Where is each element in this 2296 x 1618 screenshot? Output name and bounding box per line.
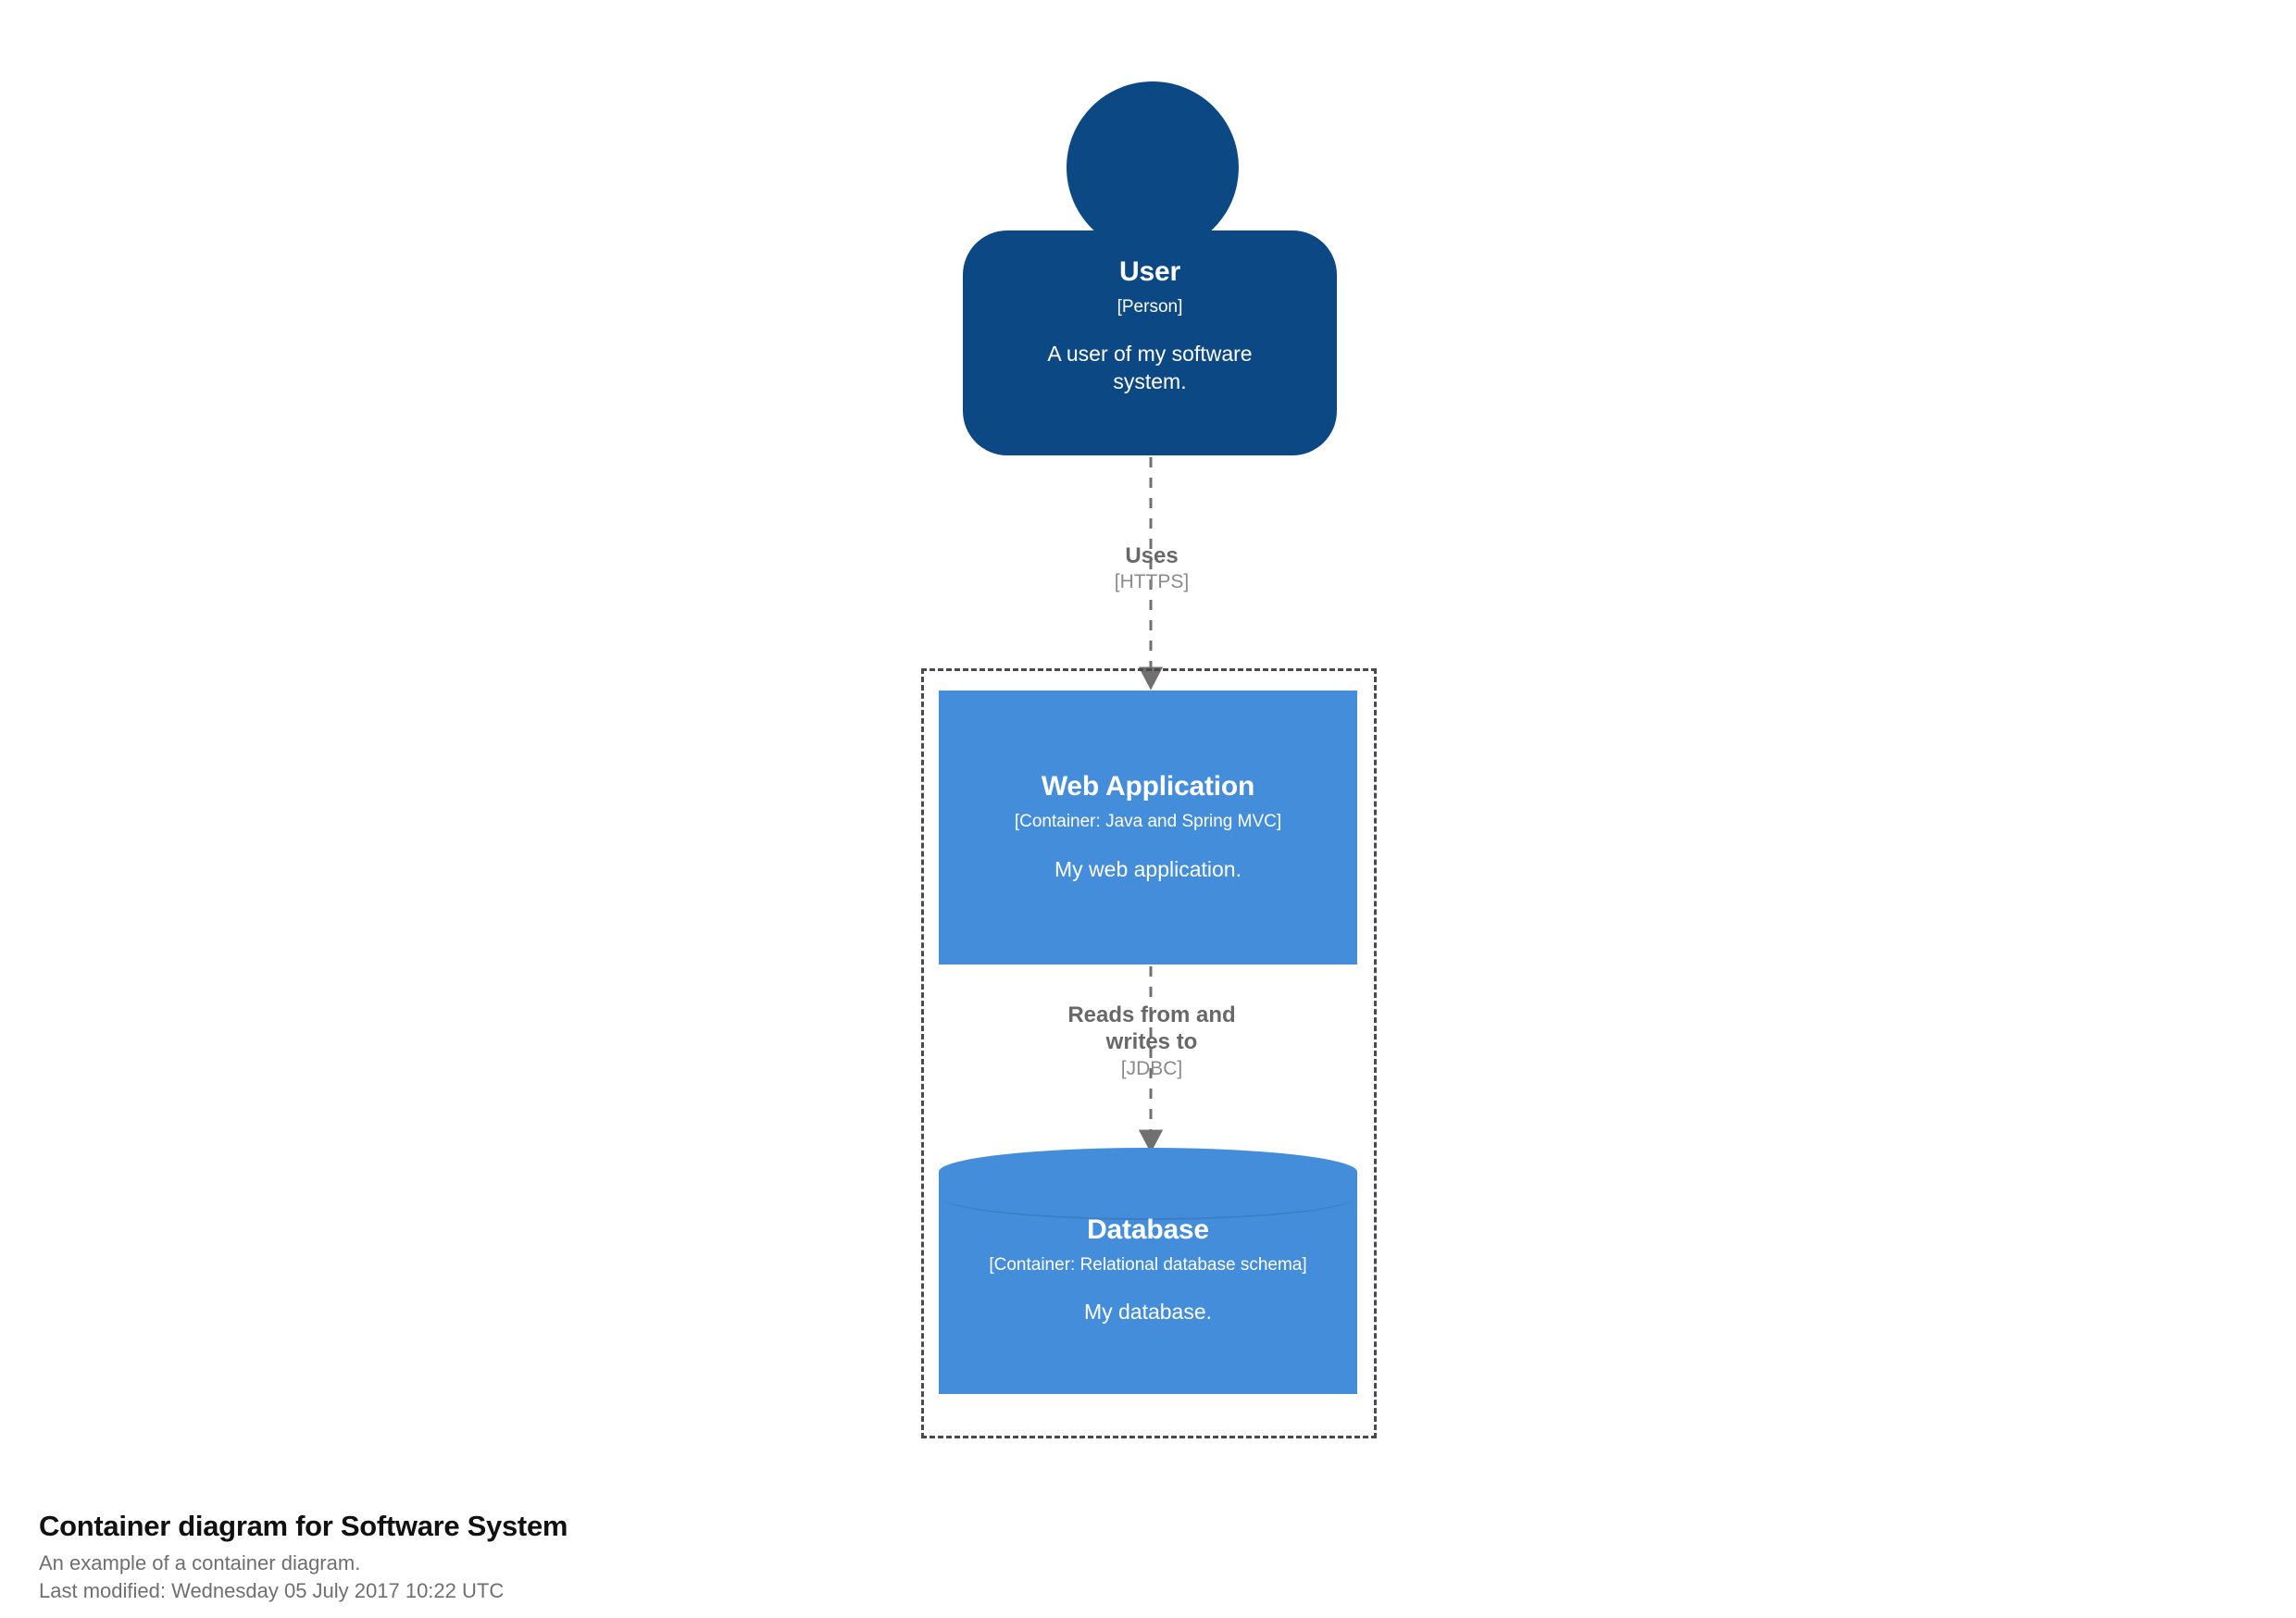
element-database-tech: [Container: Relational database schema] [989,1254,1307,1275]
relationship-uses-tech: [HTTPS] [1114,571,1190,593]
element-user-tech: [Person] [1117,296,1183,317]
relationship-uses-description: Uses [1125,543,1179,568]
diagram-title: Container diagram for Software System [39,1510,568,1542]
relationship-reads-writes-tech: [JDBC] [1120,1057,1183,1079]
diagram-last-modified: Last modified: Wednesday 05 July 2017 10… [39,1579,505,1603]
relationship-reads-writes-description-line2: writes to [1105,1029,1198,1055]
element-database-description: My database. [1083,1300,1213,1325]
relationship-label-reads-writes: Reads from and writes to [JDBC] [957,1002,1346,1081]
element-web-application[interactable]: Web Application [Container: Java and Spr… [939,691,1357,965]
element-user-description: A user of my software system. [1047,342,1253,394]
element-web-application-name: Web Application [1041,771,1255,803]
relationship-reads-writes-description-line1: Reads from and [1067,1002,1236,1027]
element-database-text: Database [Container: Relational database… [939,1196,1357,1381]
diagram-description: An example of a container diagram. [39,1550,361,1574]
element-database-name: Database [1087,1214,1209,1245]
element-database[interactable]: Database [Container: Relational database… [939,1148,1357,1418]
person-head-icon [1067,81,1239,254]
person-body-shape [963,230,1337,455]
diagram-caption: Container diagram for Software System An… [39,1509,1335,1605]
element-user[interactable]: User [Person] A user of my software syst… [963,81,1337,455]
relationship-label-uses: Uses [HTTPS] [957,542,1346,595]
software-system-boundary[interactable] [921,668,1377,1438]
element-web-application-tech: [Container: Java and Spring MVC] [1014,811,1282,831]
element-user-text: User [Person] A user of my software syst… [963,230,1337,455]
element-web-application-description: My web application. [1054,856,1242,881]
cylinder-seam-line [939,1172,1357,1220]
element-user-name: User [1119,256,1180,287]
